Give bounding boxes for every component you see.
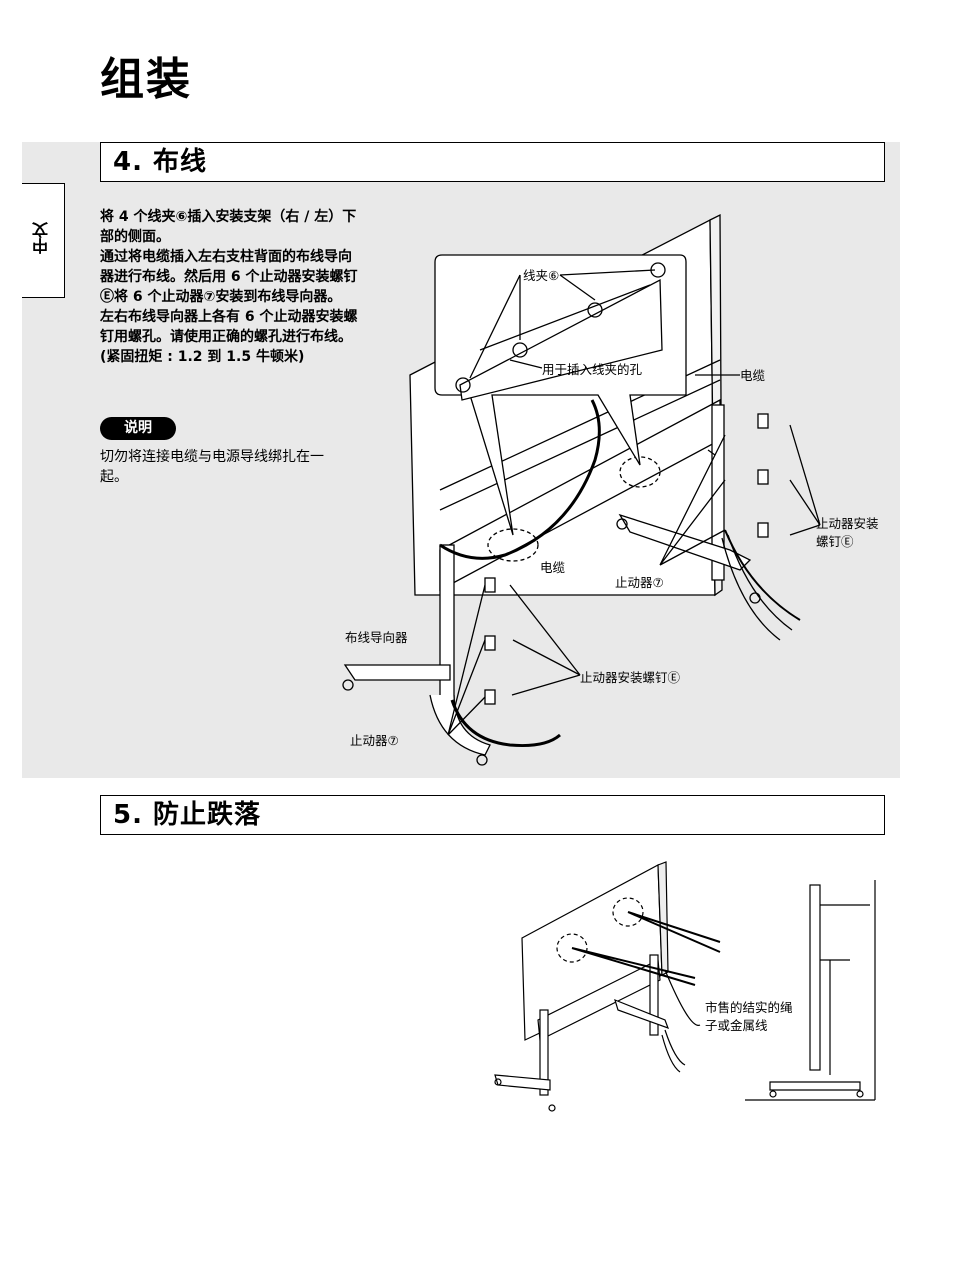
label-stopper-screw-right-line2: 螺钉Ⓔ xyxy=(816,534,854,549)
label-clamp-hole: 用于插入线夹的孔 xyxy=(542,362,643,377)
label-rope-line1: 市售的结实的绳 xyxy=(705,1000,793,1015)
note-text: 切勿将连接电缆与电源导线绑扎在一起。 xyxy=(100,447,350,487)
section5-heading: 5. 防止跌落 xyxy=(100,795,885,835)
instruction-step-1: 将 4 个线夹⑥插入安装支架（右 / 左）下部的侧面。 xyxy=(100,207,365,247)
instruction-torque: (紧固扭矩 : 1.2 到 1.5 牛顿米) xyxy=(100,347,365,367)
label-stopper-screw-left: 止动器安装螺钉Ⓔ xyxy=(580,670,681,685)
label-stopper-center: 止动器⑦ xyxy=(615,575,664,590)
label-stopper-screw-right-line1: 止动器安装 xyxy=(816,516,879,531)
label-wiring-guide: 布线导向器 xyxy=(345,630,408,645)
label-stopper-left: 止动器⑦ xyxy=(350,733,399,748)
fall-prevention-diagram: 市售的结实的绳 子或金属线 xyxy=(490,860,880,1115)
language-tab-label: 中文 xyxy=(30,222,58,254)
instruction-step-2: 通过将电缆插入左右支柱背面的布线导向器进行布线。然后用 6 个止动器安装螺钉Ⓔ将… xyxy=(100,247,365,307)
section4-heading: 4. 布线 xyxy=(100,142,885,182)
left-stand-post xyxy=(440,545,454,705)
wiring-diagram: 线夹⑥ 用于插入线夹的孔 电缆 止动器安装 螺钉Ⓔ 电缆 止动器⑦ 布线导向器 … xyxy=(330,200,900,775)
label-clamp: 线夹⑥ xyxy=(523,268,559,283)
section4-instructions: 将 4 个线夹⑥插入安装支架（右 / 左）下部的侧面。 通过将电缆插入左右支柱背… xyxy=(100,207,365,367)
page-title: 组装 xyxy=(100,50,192,110)
label-rope-line2: 子或金属线 xyxy=(705,1018,768,1033)
label-cable-right: 电缆 xyxy=(740,368,766,383)
side-view-display xyxy=(810,885,820,1070)
language-tab: 中文 xyxy=(22,183,65,298)
instruction-step-3: 左右布线导向器上各有 6 个止动器安装螺钉用螺孔。请使用正确的螺孔进行布线。 xyxy=(100,307,365,347)
label-cable-center: 电缆 xyxy=(540,560,566,575)
note-badge: 说明 xyxy=(100,417,176,440)
